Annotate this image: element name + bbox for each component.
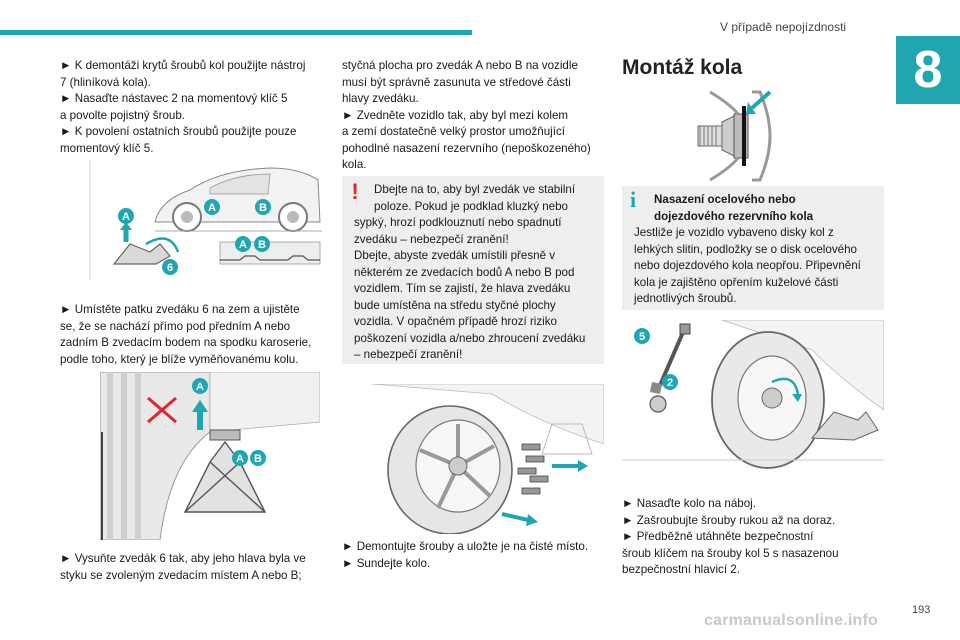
label-6: 6 <box>167 262 173 274</box>
text-line: nebo dojezdového kola neopřou. Připevněn… <box>634 259 861 272</box>
info-title: dojezdového rezervního kola <box>654 209 814 223</box>
text-line: styčná plocha pro zvedák A nebo B na voz… <box>342 59 578 72</box>
figure-wheel-bolt <box>660 86 790 184</box>
label-b-sill: B <box>258 239 266 251</box>
text-line: vozidlem. Tím se zajistí, že hlava zvedá… <box>354 282 571 295</box>
text-line: Jestliže je vozidlo vybaveno disky kol z <box>634 226 834 239</box>
watermark: carmanualsonline.info <box>704 612 879 629</box>
text-line: musí být správně zasunuta ve středové čá… <box>342 75 571 89</box>
text-line: se, že se nachází přímo pod předním A ne… <box>60 319 291 333</box>
text-line: ► Nasaďte nástavec 2 na momentový klíč 5 <box>60 92 288 105</box>
text-line: některém ze zvedacích bodů A nebo B pod <box>354 265 575 279</box>
label-5: 5 <box>639 331 645 343</box>
jack-head-illustration: A A B <box>100 372 320 540</box>
text-line: pohodlné nasazení rezervního (nepoškozen… <box>342 141 591 155</box>
text-line: ► Umístěte patku zvedáku 6 na zem a ujis… <box>60 303 300 316</box>
text-line: zvedáku – nebezpečí zranění! <box>354 232 509 246</box>
text-line: bude umístěna na středu styčné plochy <box>354 298 556 312</box>
col2-outro: ► Demontujte šrouby a uložte je na čisté… <box>342 539 604 572</box>
wheel-mounting-illustration: 5 2 <box>622 320 884 469</box>
col2-intro: styčná plocha pro zvedák A nebo B na voz… <box>342 58 604 174</box>
text-line: ► Nasaďte kolo na náboj. <box>622 497 756 510</box>
section-title: V případě nepojízdnosti <box>720 20 847 34</box>
label-a-car: A <box>208 202 216 214</box>
text-line: momentový klíč 5. <box>60 141 154 155</box>
header-accent-bar <box>0 30 472 35</box>
info-box: i Nasazení ocelového nebo dojezdového re… <box>622 186 884 310</box>
text-line: vozidla. V opačném případě hrozí riziko <box>354 315 557 328</box>
label-b-car: B <box>259 202 267 214</box>
text-line: hlavy zvedáku. <box>342 92 419 105</box>
warning-box: ! Dbejte na to, aby byl zvedák ve stabil… <box>342 176 604 364</box>
text-line: šroub klíčem na šrouby kol 5 s nasazenou <box>622 546 839 560</box>
page-heading: Montáž kola <box>622 56 743 79</box>
text-line: ► K povolení ostatních šroubů použijte p… <box>60 125 297 138</box>
col3-outro: ► Nasaďte kolo na náboj. ► Zašroubujte š… <box>622 496 884 579</box>
col1-intro: ► K demontáži krytů šroubů kol použijte … <box>60 58 322 157</box>
text-line: ► Demontujte šrouby a uložte je na čisté… <box>342 540 589 553</box>
figure-jack-placement: A A B 6 A B <box>60 160 322 280</box>
text-line: Dbejte na to, aby byl zvedák ve stabilní <box>374 183 576 196</box>
wheel-removal-illustration <box>371 384 604 534</box>
figure-wheel-removal <box>342 384 604 534</box>
text-line: zadním B zvedacím bodem na spodku karose… <box>60 336 312 349</box>
text-line: sypký, hrozí podklouznutí nebo spadnutí <box>354 216 562 229</box>
text-line: a zemí dostatečně velký prostor umožňují… <box>342 125 565 138</box>
text-line: kola. <box>342 158 367 171</box>
text-line: bezpečnostní hlavicí 2. <box>622 563 740 576</box>
text-line: a povolte pojistný šroub. <box>60 108 186 122</box>
label-a-sill2: A <box>236 453 244 465</box>
col1-para2: ► Umístěte patku zvedáku 6 na zem a ujis… <box>60 302 322 368</box>
text-line: ► Zvedněte vozidlo tak, aby byl mezi kol… <box>342 108 569 122</box>
text-line: ► Vysuňte zvedák 6 tak, aby jeho hlava b… <box>60 552 306 565</box>
info-icon: i <box>629 187 637 212</box>
label-2: 2 <box>667 377 673 389</box>
text-line: jednotlivých šroubů. <box>634 292 737 305</box>
chapter-tab: 8 <box>896 36 960 104</box>
page-number: 193 <box>912 604 931 616</box>
text-line: lehkých slitin, podložky se o disk ocelo… <box>634 242 857 256</box>
col1-para3: ► Vysuňte zvedák 6 tak, aby jeho hlava b… <box>60 551 322 584</box>
info-title: Nasazení ocelového nebo <box>654 193 796 206</box>
text-line: styku se zvoleným zvedacím místem A nebo… <box>60 568 302 582</box>
text-line: ► Předběžně utáhněte bezpečnostní <box>622 530 814 543</box>
wheel-bolt-illustration <box>697 90 772 182</box>
label-a-sill: A <box>239 239 247 251</box>
text-line: kola je zajištěno opřením kuželové části <box>634 275 839 289</box>
text-line: poloze. Pokud je podklad kluzký nebo <box>374 199 569 213</box>
text-line: Dbejte, abyste zvedák umístili přesně v <box>354 249 556 262</box>
text-line: – nebezpečí zranění! <box>354 348 463 361</box>
car-jack-illustration: A A B 6 A B <box>89 160 322 280</box>
text-line: ► Sundejte kolo. <box>342 556 431 570</box>
text-line: 7 (hliníková kola). <box>60 75 151 89</box>
label-b-sill2: B <box>254 453 262 465</box>
text-line: ► K demontáži krytů šroubů kol použijte … <box>60 59 306 72</box>
text-line: ► Zašroubujte šrouby rukou až na doraz. <box>622 513 836 527</box>
text-line: podle toho, který je blíže vyměňovanému … <box>60 352 299 366</box>
label-a-head: A <box>196 381 204 393</box>
figure-wheel-mounting: 5 2 <box>622 320 884 472</box>
figure-jack-head: A A B <box>100 372 320 540</box>
text-line: poškození vozidla a/nebo zhroucení zvedá… <box>354 331 586 345</box>
warning-icon: ! <box>351 179 359 204</box>
label-a: A <box>122 211 130 223</box>
